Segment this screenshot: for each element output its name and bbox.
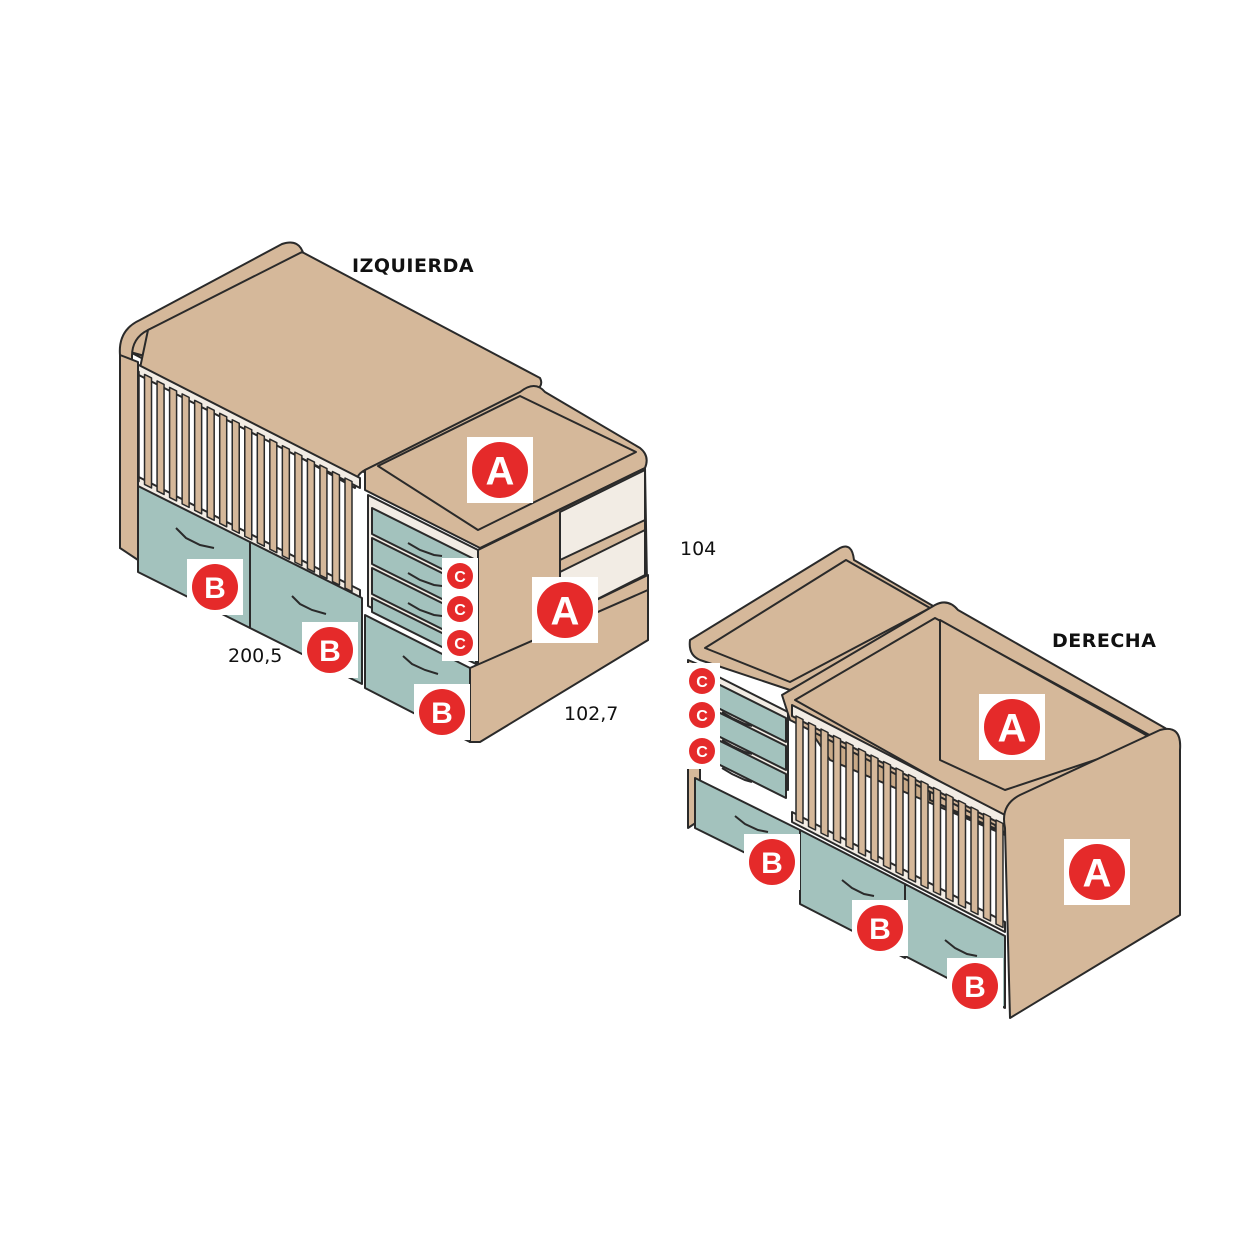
title-right: DERECHA xyxy=(1052,630,1157,652)
title-left: IZQUIERDA xyxy=(352,255,475,277)
label-a-badge: A xyxy=(1064,839,1130,905)
label-c-text: C xyxy=(454,636,466,653)
label-b-text: B xyxy=(761,847,783,880)
label-a-text: A xyxy=(1083,851,1112,895)
label-c-text: C xyxy=(454,602,466,619)
label-c-text: C xyxy=(454,569,466,586)
label-c-badge: C xyxy=(442,558,478,594)
label-a-text: A xyxy=(486,449,515,493)
label-a-text: A xyxy=(551,589,580,633)
label-b-badge: B xyxy=(414,684,470,740)
dimension-length: 200,5 xyxy=(228,645,283,667)
crib-bars-left xyxy=(131,367,353,593)
crib-left-unit xyxy=(118,241,649,743)
label-b-badge: B xyxy=(744,834,800,890)
label-b-badge: B xyxy=(852,900,908,956)
label-b-text: B xyxy=(964,971,986,1004)
handles-right xyxy=(721,711,978,957)
label-c-text: C xyxy=(696,674,708,691)
label-a-text: A xyxy=(998,706,1027,750)
handles-left xyxy=(175,527,443,675)
crib-bars-right xyxy=(795,715,1004,929)
label-c-badge: C xyxy=(442,625,478,661)
label-a-badge: A xyxy=(532,577,598,643)
label-a-badge: A xyxy=(467,437,533,503)
label-a-badge: A xyxy=(979,694,1045,760)
label-b-text: B xyxy=(319,635,341,668)
label-b-badge: B xyxy=(302,622,358,678)
label-b-badge: B xyxy=(187,559,243,615)
label-b-text: B xyxy=(431,697,453,730)
label-b-badge: B xyxy=(947,958,1003,1014)
dimension-depth: 102,7 xyxy=(564,703,619,725)
label-b-text: B xyxy=(204,572,226,605)
crib-right-unit xyxy=(687,545,1182,1019)
label-c-badge: C xyxy=(684,733,720,769)
dimension-height: 104 xyxy=(680,538,717,560)
label-c-badge: C xyxy=(442,591,478,627)
label-c-badge: C xyxy=(684,697,720,733)
label-b-text: B xyxy=(869,913,891,946)
label-c-text: C xyxy=(696,744,708,761)
label-c-text: C xyxy=(696,708,708,725)
label-c-badge: C xyxy=(684,663,720,699)
